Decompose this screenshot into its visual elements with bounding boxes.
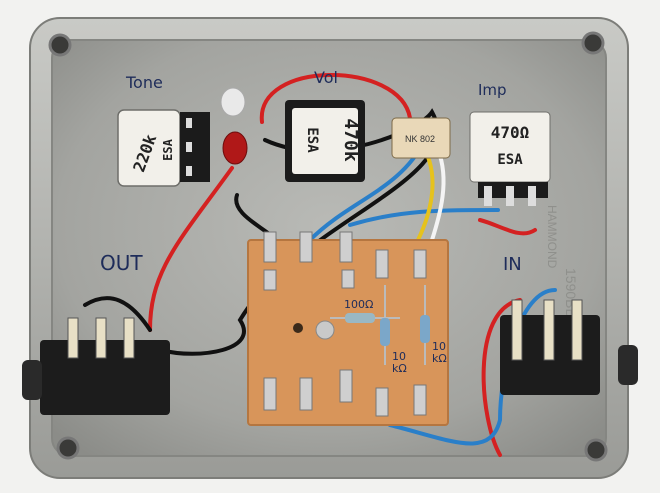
resistor-10k-a bbox=[380, 285, 390, 365]
resistor-10k-b bbox=[420, 285, 430, 365]
switch: NK 802 bbox=[391, 117, 451, 159]
wires bbox=[83, 73, 557, 457]
label-imp: Imp bbox=[478, 81, 507, 99]
wire-red-imp bbox=[478, 218, 537, 236]
vol-pot: 470k ESA bbox=[285, 100, 365, 182]
tone-pot: 220k ESA bbox=[117, 109, 210, 187]
label-100-ohm: 100Ω bbox=[344, 298, 373, 311]
perfboard: 100Ω 10 10 kΩ 10 kΩ bbox=[247, 231, 449, 426]
enclosure-embossed-brand: HAMMOND bbox=[545, 205, 559, 269]
imp-pot-value: 470Ω bbox=[491, 123, 530, 142]
wire-red-in bbox=[481, 298, 522, 457]
wire-blue-imp bbox=[348, 208, 500, 227]
label-10k-b-num: 10 bbox=[432, 340, 446, 353]
wire-red-vol bbox=[259, 73, 412, 124]
switch-marking: NK 802 bbox=[405, 134, 435, 144]
label-in: IN bbox=[503, 254, 522, 275]
label-10k-a-num: 10 bbox=[392, 350, 406, 363]
label-10k-b-unit: kΩ bbox=[432, 352, 447, 365]
board-standoff bbox=[315, 320, 335, 340]
label-vol: Vol bbox=[314, 68, 338, 87]
label-tone: Tone bbox=[125, 73, 163, 92]
resistor-100 bbox=[330, 313, 400, 323]
tone-pot-letters: ESA bbox=[161, 138, 175, 160]
wire-black-out bbox=[83, 296, 152, 332]
label-out: OUT bbox=[100, 251, 143, 275]
output-jack bbox=[22, 317, 170, 415]
imp-pot-letters: ESA bbox=[497, 152, 523, 168]
input-jack bbox=[500, 299, 638, 395]
screw-holes bbox=[48, 31, 608, 462]
wire-yellow bbox=[416, 148, 435, 242]
wire-black-vol bbox=[158, 108, 440, 356]
vol-pot-letters: ESA bbox=[304, 127, 320, 153]
vol-pot-value: 470k bbox=[340, 118, 361, 162]
wire-blue-in bbox=[388, 288, 557, 446]
wire-red-out bbox=[148, 166, 234, 332]
switch-bulb bbox=[220, 87, 246, 117]
imp-pot: 470Ω ESA bbox=[469, 111, 551, 206]
wire-white bbox=[430, 148, 446, 242]
board-hole bbox=[293, 323, 303, 333]
label-10k-a-unit2: kΩ bbox=[392, 362, 407, 375]
tone-capacitor bbox=[222, 131, 248, 165]
